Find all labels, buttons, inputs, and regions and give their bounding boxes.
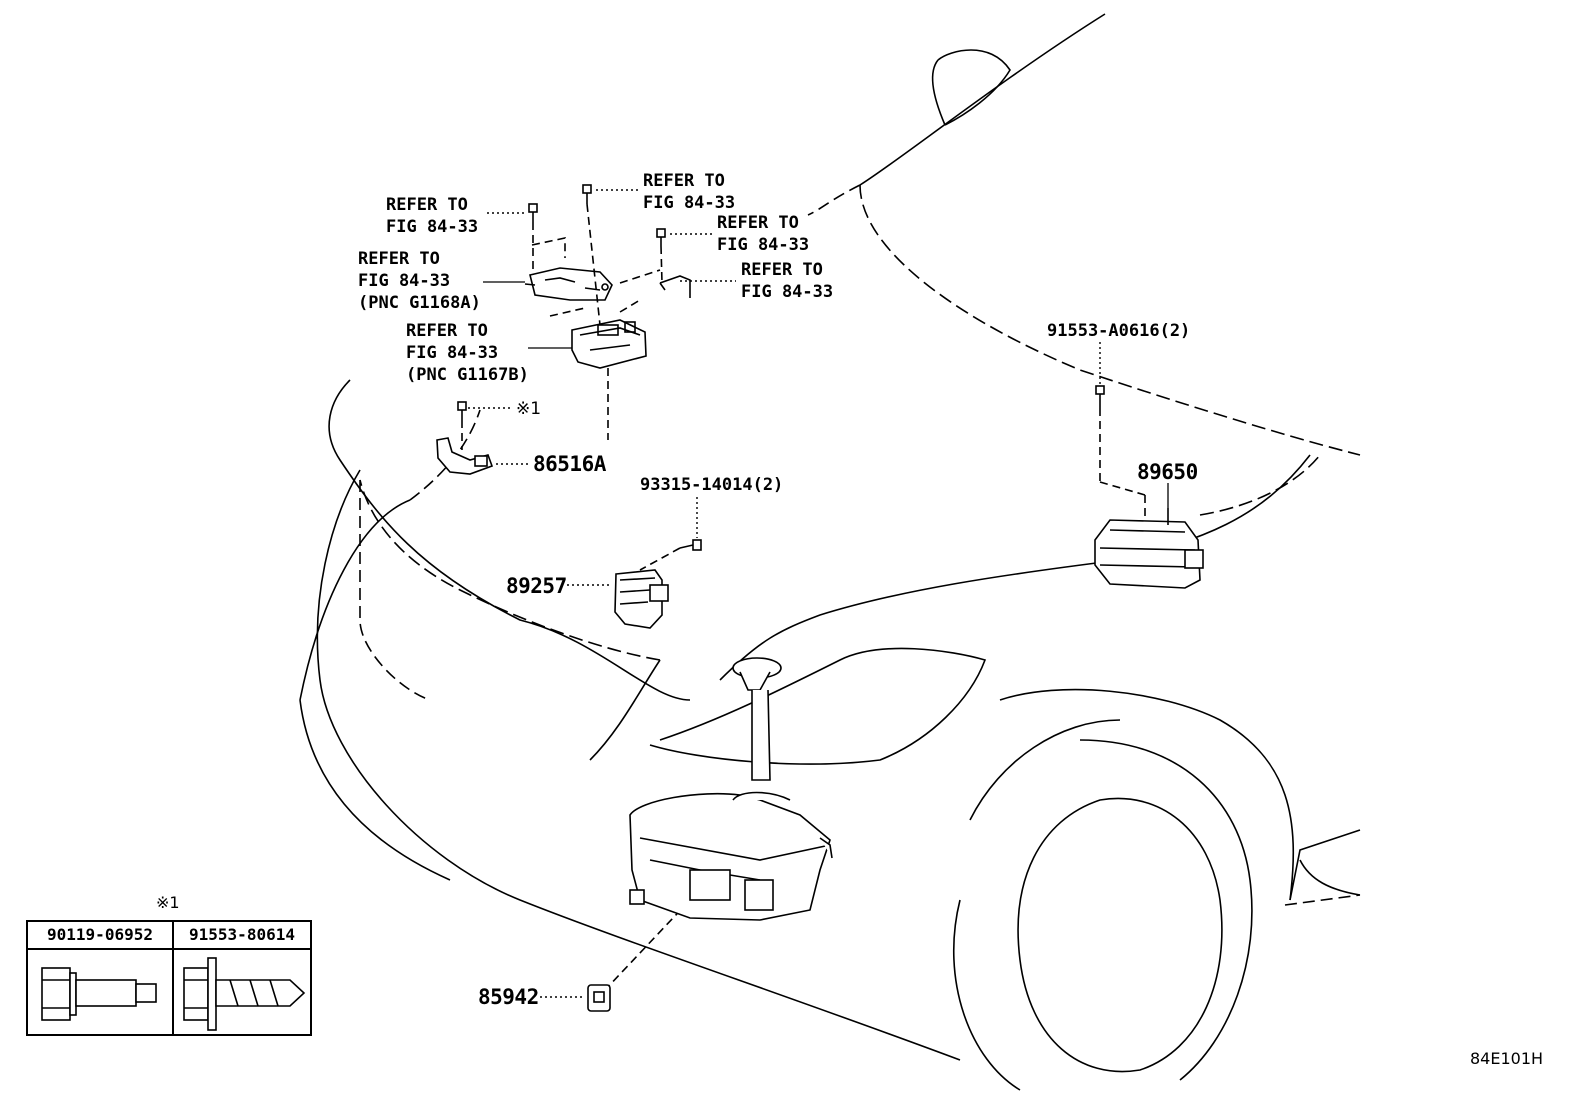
bolt-icon: [582, 184, 592, 204]
legend-bolt-90119: [41, 967, 157, 1021]
legend-column-2: 91553-80614: [174, 922, 310, 1034]
label-part-93315: 93315-14014(2): [640, 475, 784, 495]
legend-part-91553-80614: 91553-80614: [174, 922, 310, 950]
vehicle-outline: [299, 13, 1361, 1091]
bolt-icon: [656, 228, 666, 246]
bracket-assembly: [524, 237, 691, 369]
washer-tank: [629, 657, 833, 921]
label-part-91553-a0616: 91553-A0616(2): [1047, 321, 1191, 341]
label-part-86516A: 86516A: [533, 452, 606, 476]
sensor-89257: [614, 569, 669, 629]
legend-part-90119: 90119-06952: [28, 922, 172, 950]
label-part-89650: 89650: [1137, 460, 1198, 484]
label-refer-fig-d: REFER TO FIG 84-33: [741, 260, 834, 302]
callout-leaders-solid: [483, 281, 1169, 508]
ecu-89650: [1094, 508, 1204, 589]
bolt-icon: [1095, 385, 1105, 408]
washer-pump-85942: [587, 984, 611, 1012]
label-part-89257: 89257: [506, 574, 567, 598]
figure-id: 84E101H: [1470, 1049, 1544, 1068]
label-part-85942: 85942: [478, 985, 539, 1009]
bolt-icon: [528, 203, 538, 222]
label-refer-fig-b: REFER TO FIG 84-33: [643, 171, 736, 213]
callout-leaders: [468, 189, 1101, 998]
legend-table: 90119-06952 91553-80614: [26, 920, 312, 1036]
label-refer-fig-g1167b: REFER TO FIG 84-33 (PNC G1167B): [406, 321, 529, 385]
legend-bolt-91553: [183, 957, 306, 1031]
sensor-86516A: [436, 437, 494, 475]
assembly-lines: [461, 203, 1146, 991]
label-refer-fig-a: REFER TO FIG 84-33: [386, 195, 479, 237]
label-refer-fig-c: REFER TO FIG 84-33: [717, 213, 810, 255]
bolt-icon: [679, 539, 702, 551]
bolt-icons: [457, 184, 1105, 551]
legend-mark: ※1: [156, 893, 180, 912]
label-refer-fig-g1168a: REFER TO FIG 84-33 (PNC G1168A): [358, 249, 481, 313]
legend-column-1: 90119-06952: [28, 922, 174, 1034]
bolt-icon: [457, 401, 467, 420]
label-note-1: ※1: [516, 399, 542, 419]
